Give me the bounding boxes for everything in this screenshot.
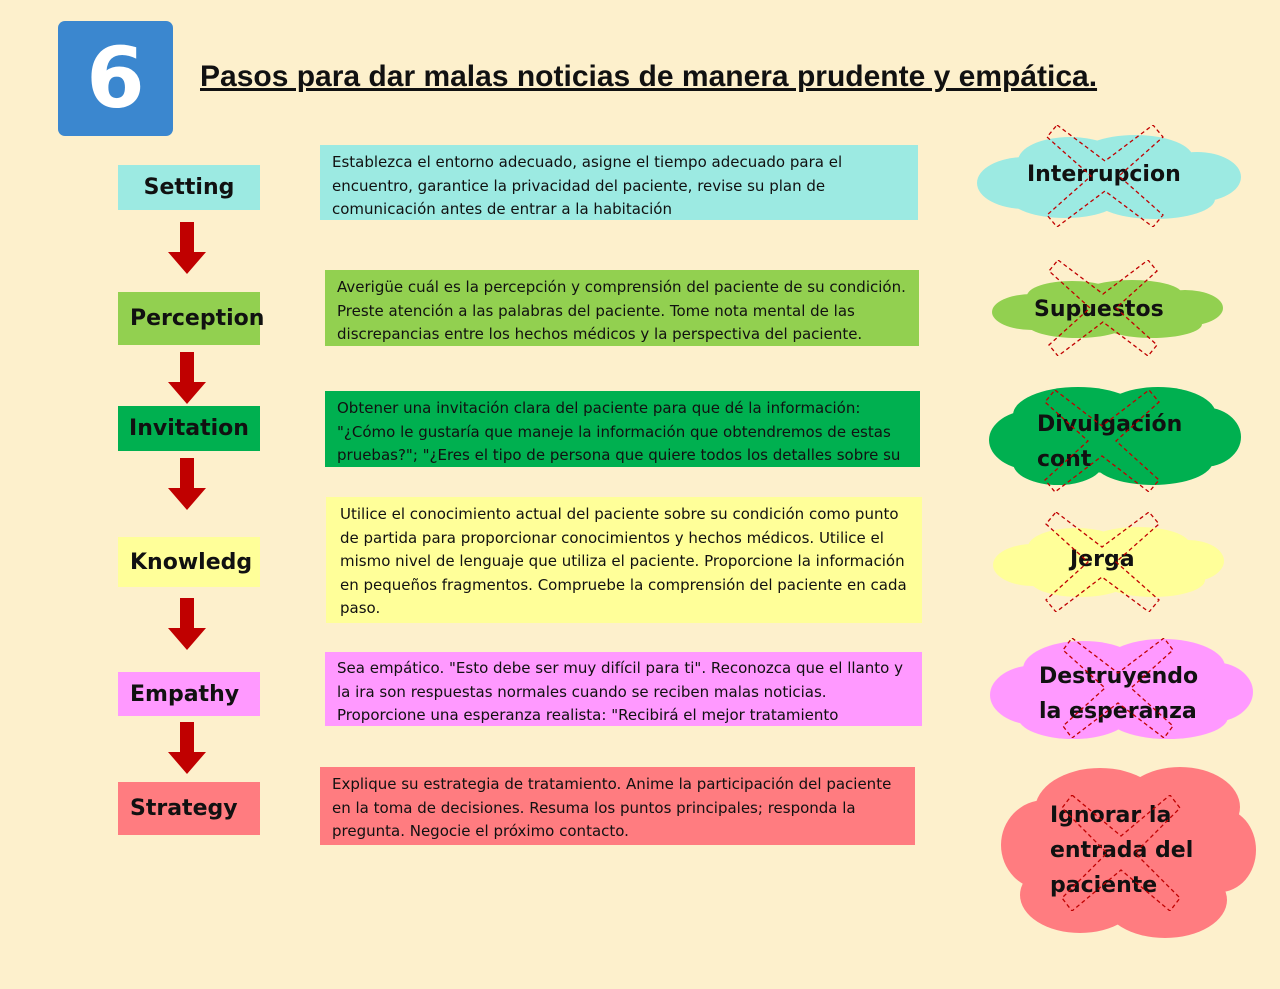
step-count-badge: 6: [58, 21, 173, 136]
barrier-label: Divulgación cont: [1037, 412, 1183, 472]
down-arrow-icon: [168, 352, 206, 404]
cloud-shape: [992, 280, 1223, 338]
down-arrow-icon: [168, 222, 206, 274]
page-title: Pasos para dar malas noticias de manera …: [200, 60, 1098, 93]
step-label-empathy: Empathy: [118, 672, 260, 716]
down-arrow-icon: [168, 458, 206, 510]
cloud-shape: [977, 135, 1241, 219]
barrier-cloud-ignorar: Ignorar la entrada del paciente: [1000, 765, 1257, 940]
barrier-label: Interrupcion: [1027, 162, 1181, 187]
x-mark-icon: [1044, 390, 1160, 492]
step-description-knowledge: Utilice el conocimiento actual del pacie…: [326, 497, 922, 623]
x-mark-icon: [1061, 795, 1181, 911]
step-description-strategy: Explique su estrategia de tratamiento. A…: [320, 767, 915, 845]
barrier-cloud-jerga: Jerga: [988, 512, 1226, 612]
cloud-shape: [989, 387, 1241, 485]
step-label-strategy: Strategy: [118, 782, 260, 835]
step-description-setting: Establezca el entorno adecuado, asigne e…: [320, 145, 918, 220]
step-description-perception: Averigüe cuál es la percepción y compren…: [325, 270, 919, 346]
barrier-label: Ignorar la entrada del paciente: [1050, 803, 1194, 898]
barrier-cloud-interrupcion: Interrupcion: [975, 125, 1245, 227]
cloud-shape: [1001, 767, 1256, 938]
step-label-invitation: Invitation: [118, 406, 260, 451]
step-label-knowledge: Knowledg: [118, 537, 260, 587]
barrier-cloud-destruyendo: Destruyendo la esperanza: [988, 637, 1255, 744]
barrier-label: Supuestos: [1034, 297, 1164, 322]
barrier-cloud-divulgacion: Divulgación cont: [988, 385, 1242, 492]
x-mark-icon: [1048, 260, 1158, 356]
x-mark-icon: [1045, 512, 1160, 612]
down-arrow-icon: [168, 722, 206, 774]
down-arrow-icon: [168, 598, 206, 650]
step-label-setting: Setting: [118, 165, 260, 210]
step-description-invitation: Obtener una invitación clara del pacient…: [325, 391, 920, 467]
x-mark-icon: [1062, 638, 1174, 738]
barrier-label: Destruyendo la esperanza: [1039, 664, 1199, 724]
step-description-empathy: Sea empático. "Esto debe ser muy difícil…: [325, 652, 922, 726]
barrier-cloud-supuestos: Supuestos: [987, 260, 1224, 356]
x-mark-icon: [1046, 125, 1164, 227]
step-label-perception: Perception: [118, 292, 264, 345]
